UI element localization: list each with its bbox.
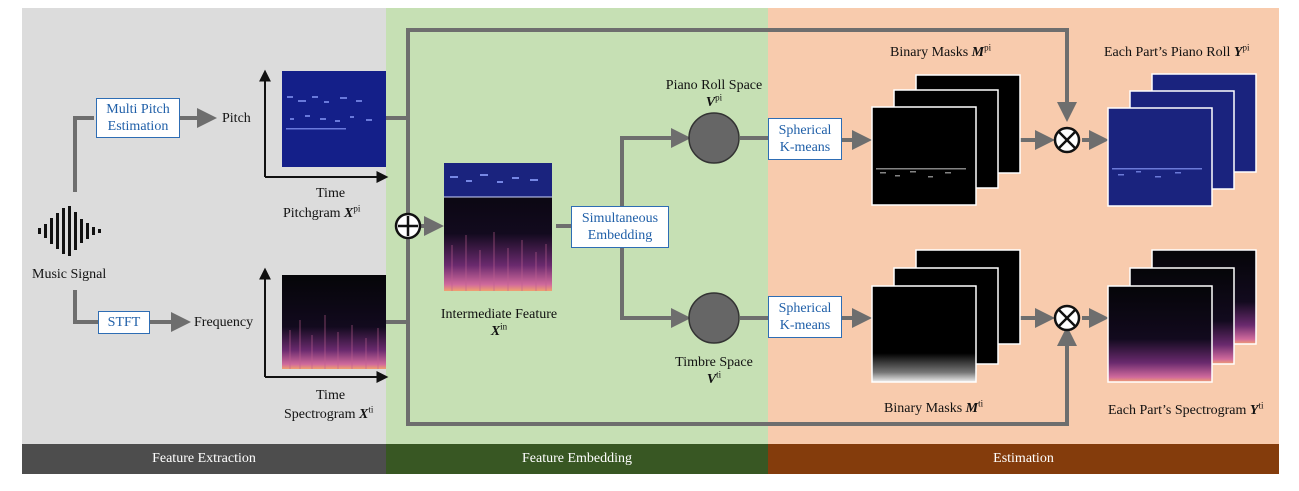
timbre-space-symbol: V [706,372,717,387]
masks-ti-superscript: ti [978,398,984,409]
masks-pi-caption: Binary Masks Mpi [890,42,992,61]
piano-roll-out-superscript: pi [1242,42,1250,53]
band-label-estimation: Estimation [993,451,1054,466]
binary-masks-ti-stack [871,249,1021,383]
spectrogram-superscript: ti [368,404,374,415]
kmeans-top-box: Spherical K-means [768,118,842,160]
pitchgram-image [282,71,386,167]
timbre-space-superscript: ti [716,369,722,380]
spectrogram-image [282,275,386,369]
piano-space-symbol: V [705,95,716,110]
masks-pi-superscript: pi [984,42,992,53]
pitchgram-symbol: X [344,206,354,221]
simul-line1: Simultaneous [581,211,659,226]
pitch-label: Pitch [222,111,251,126]
piano-roll-space-caption: Piano Roll Space Vpi [654,77,774,111]
timbre-space-caption: Timbre Space Vti [654,354,774,388]
piano-roll-space-node [688,112,740,164]
timbre-space-text: Timbre Space [675,355,753,370]
multiply-icon [1053,126,1081,154]
band-feature-embedding: Feature Embedding [386,444,768,474]
spectrogram-text: Spectrogram [284,407,356,422]
intermediate-feature-caption: Intermediate Feature Xin [438,306,560,340]
band-label-embedding: Feature Embedding [521,451,633,466]
loop-bottom-line [406,238,1077,426]
waveform-icon [38,206,101,256]
multi-pitch-line1: Multi Pitch [106,102,170,117]
intermediate-feature-image [444,163,552,291]
masks-ti-symbol: M [965,401,979,416]
simultaneous-embedding-box: Simultaneous Embedding [571,206,669,248]
band-estimation: Estimation [768,444,1279,474]
loop-top-line [406,28,1077,213]
masks-pi-text: Binary Masks [890,45,969,60]
time-bottom-label: Time [316,388,346,403]
output-spectrogram-caption: Each Part’s Spectrogram Yti [1108,400,1264,419]
timbre-space-node [688,292,740,344]
music-signal-label: Music Signal [32,267,107,282]
band-feature-extraction: Feature Extraction [22,444,386,474]
output-piano-roll-stack [1107,73,1257,207]
masks-ti-text: Binary Masks [884,401,963,416]
spec-out-superscript: ti [1258,400,1264,411]
kmeans-bot-line1: Spherical [778,301,832,316]
piano-space-superscript: pi [715,92,723,103]
kmeans-top-line1: Spherical [778,123,832,138]
kmeans-bot-line2: K-means [779,318,831,333]
spec-out-text: Each Part’s Spectrogram [1108,403,1247,418]
spec-out-symbol: Y [1249,403,1259,418]
masks-pi-symbol: M [971,45,985,60]
signal-to-stft-line [73,290,98,324]
time-top-label: Time [316,186,346,201]
output-piano-roll-caption: Each Part’s Piano Roll Ypi [1104,42,1250,61]
piano-space-text: Piano Roll Space [665,78,763,93]
multi-pitch-estimation-box: Multi Pitch Estimation [96,98,180,138]
embed-to-timbre-arrow [620,226,691,328]
multi-pitch-line2: Estimation [107,119,169,134]
kmeans-top-line2: K-means [779,140,831,155]
simul-line2: Embedding [587,228,653,243]
pitchgram-superscript: pi [353,203,361,214]
pitchgram-text: Pitchgram [283,206,341,221]
binary-masks-pi-stack [871,74,1021,206]
masks-ti-caption: Binary Masks Mti [884,398,984,417]
signal-to-mpe-line [73,116,94,192]
band-label-extraction: Feature Extraction [152,451,256,466]
piano-roll-out-symbol: Y [1233,45,1243,60]
frequency-label: Frequency [194,315,254,330]
intermediate-text: Intermediate Feature [440,307,558,322]
intermediate-superscript: in [500,321,508,332]
output-spectrogram-stack [1107,249,1257,383]
intermediate-symbol: X [490,324,501,339]
multiply-icon [1053,304,1081,332]
stft-box: STFT [98,311,150,334]
spectrogram-symbol: X [359,407,369,422]
spectrogram-caption: Spectrogram Xti [284,404,374,423]
pitchgram-caption: Pitchgram Xpi [283,203,361,222]
piano-roll-out-text: Each Part’s Piano Roll [1104,45,1231,60]
kmeans-bottom-box: Spherical K-means [768,296,842,338]
stft-label: STFT [107,315,141,330]
sum-icon [394,212,422,240]
